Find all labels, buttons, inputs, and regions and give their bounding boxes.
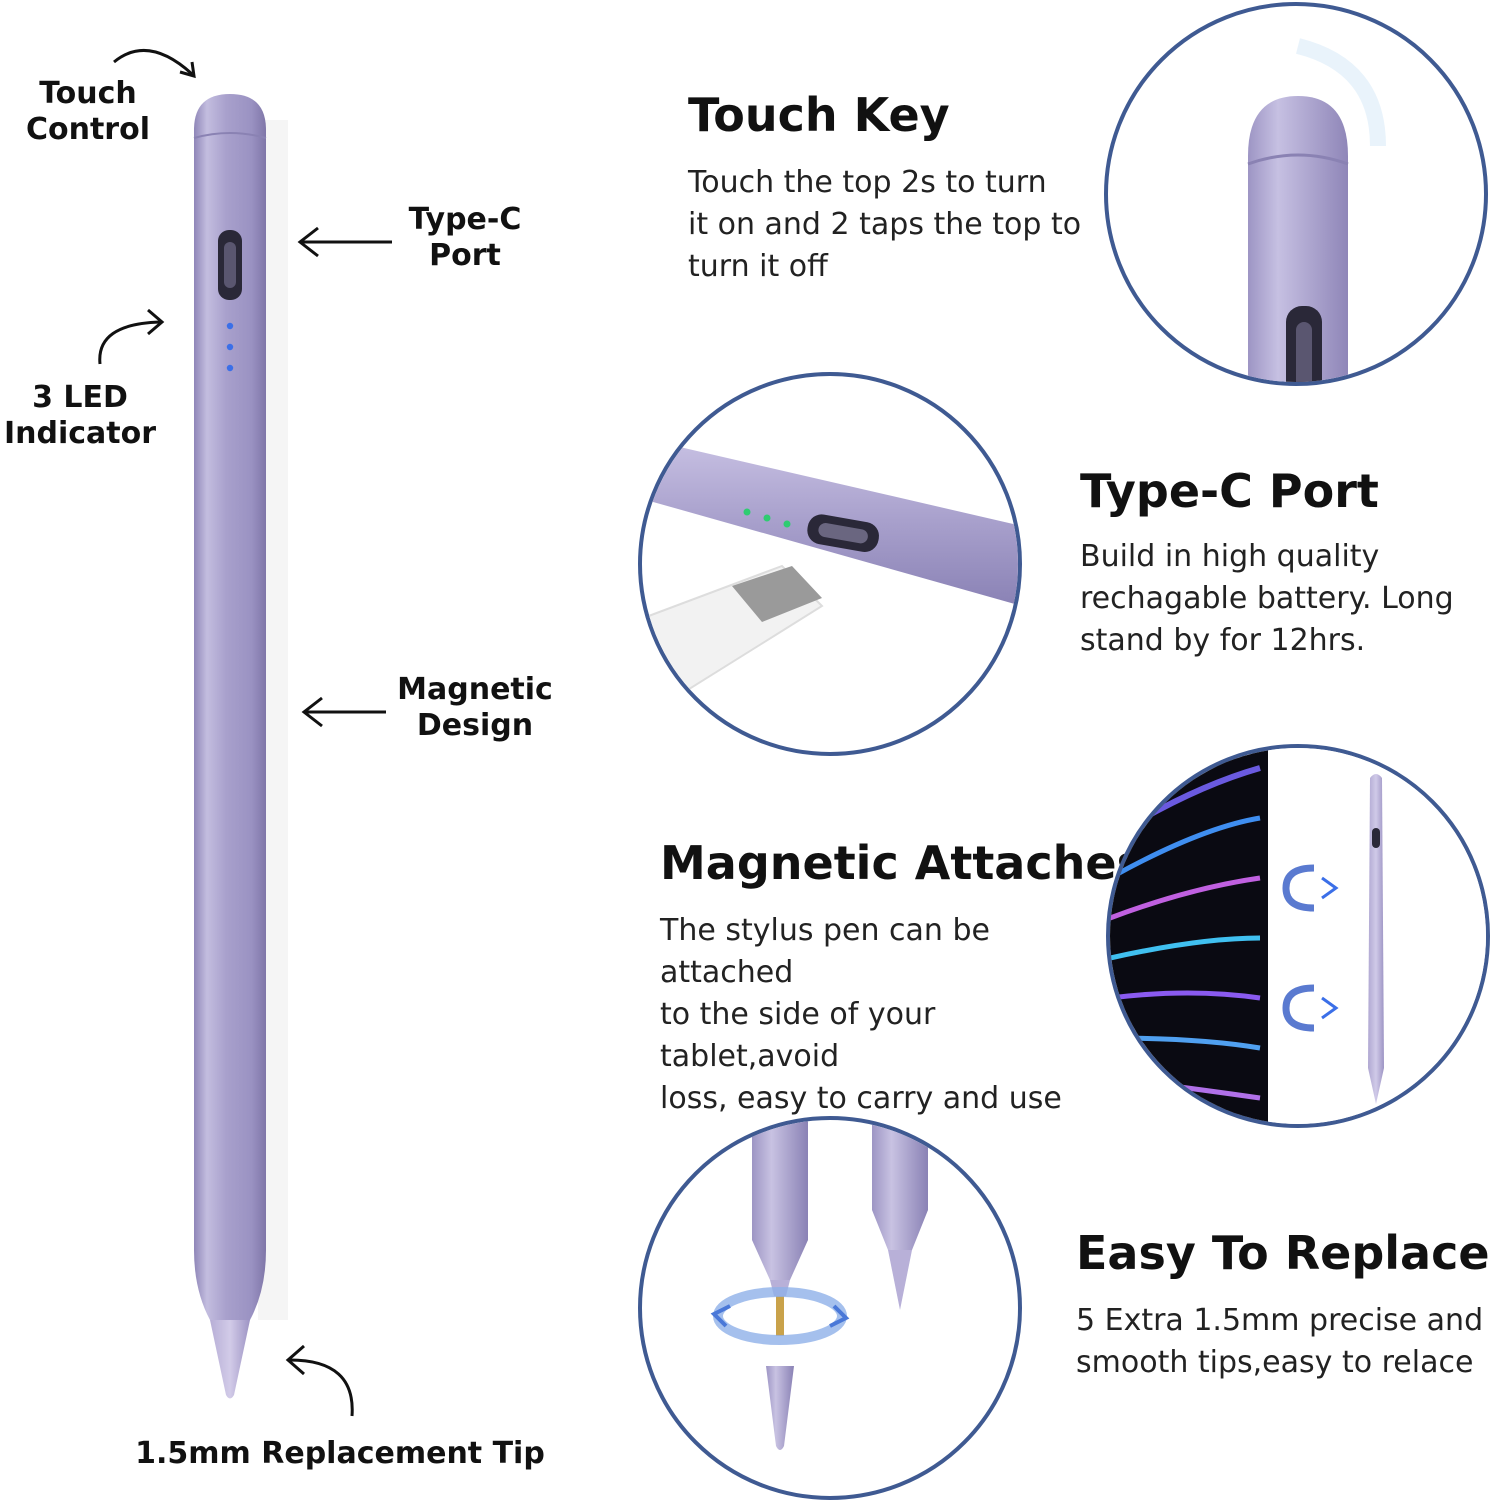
arrow-left-icon bbox=[301, 696, 386, 728]
arrow-curved-icon bbox=[285, 1344, 354, 1417]
feature-desc-magnetic-attaches: The stylus pen can be attached to the si… bbox=[660, 913, 1062, 1116]
callout-magnetic-design: Magnetic Design bbox=[397, 672, 553, 743]
feature-desc-easy-to-replace: 5 Extra 1.5mm precise and smooth tips,ea… bbox=[1076, 1303, 1484, 1380]
feature-desc-type-c-port: Build in high quality rechagable battery… bbox=[1080, 539, 1454, 658]
feature-image-easy-to-replace bbox=[638, 1116, 1022, 1500]
arrow-left-icon bbox=[297, 226, 392, 258]
feature-title-magnetic-attaches: Magnetic Attaches bbox=[660, 836, 1144, 890]
callout-type-c-port: Type-C Port bbox=[408, 202, 522, 273]
arrow-curved-icon bbox=[98, 308, 165, 365]
usb-c-port-icon bbox=[642, 438, 1018, 708]
rotate-icon bbox=[710, 1287, 850, 1345]
tablet-edge-image bbox=[1110, 748, 1486, 1124]
magnet-icon bbox=[1282, 864, 1339, 1032]
callout-led-indicator: 3 LED Indicator bbox=[3, 380, 157, 451]
arrow-curved-icon bbox=[113, 48, 196, 79]
feature-image-touch-key bbox=[1104, 2, 1488, 386]
feature-image-magnetic-attaches bbox=[1106, 744, 1490, 1128]
feature-title-touch-key: Touch Key bbox=[688, 88, 950, 142]
feature-title-type-c-port: Type-C Port bbox=[1080, 464, 1379, 518]
callout-touch-control: Touch Control bbox=[25, 76, 150, 147]
feature-image-type-c-port bbox=[638, 372, 1022, 756]
callout-replacement-tip: 1.5mm Replacement Tip bbox=[135, 1436, 545, 1471]
tip-replace-image bbox=[710, 1120, 928, 1450]
feature-desc-touch-key: Touch the top 2s to turn it on and 2 tap… bbox=[688, 165, 1082, 284]
pen-top-icon bbox=[1247, 38, 1386, 382]
main-stylus-image bbox=[193, 94, 288, 1399]
feature-title-easy-to-replace: Easy To Replace bbox=[1076, 1226, 1490, 1280]
